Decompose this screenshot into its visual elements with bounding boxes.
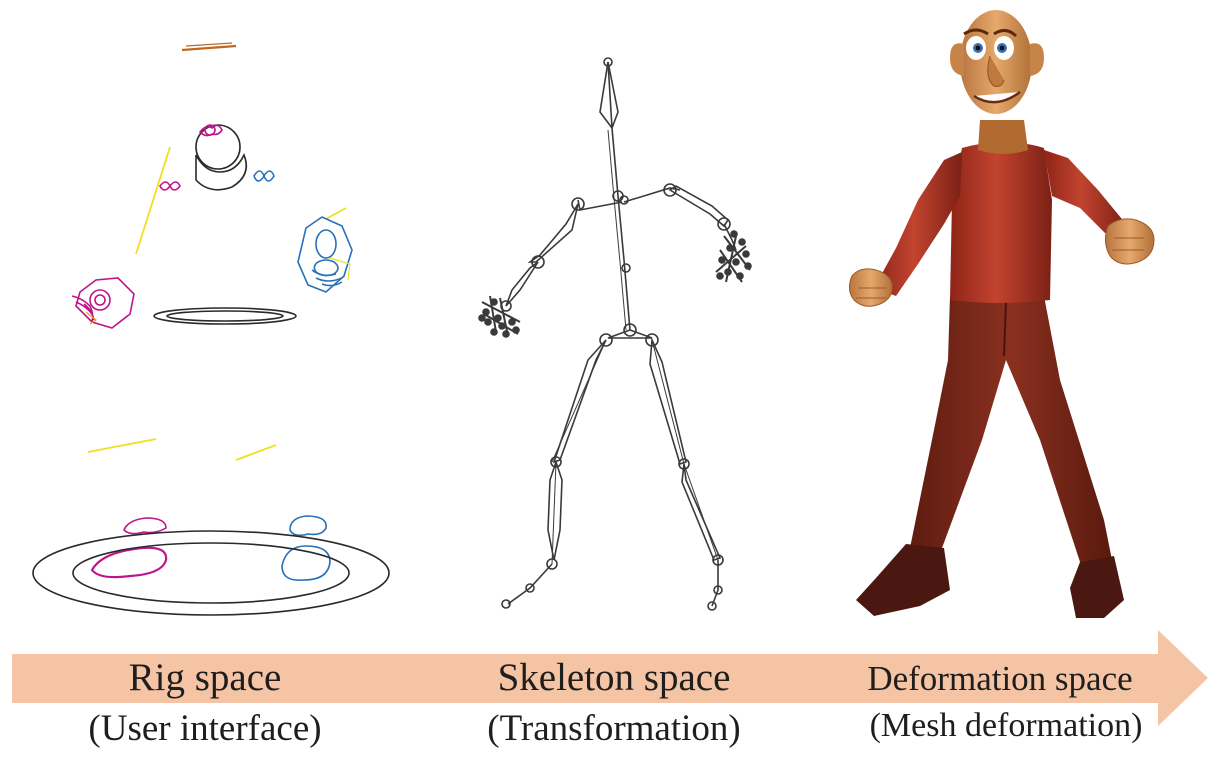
deformation-space-title: Deformation space [867,659,1133,698]
skeleton-space-title: Skeleton space [497,656,731,699]
rig-space-subtitle: (User interface) [88,708,322,749]
rig-space-title: Rig space [128,656,282,699]
character-mesh-illustration [848,10,1155,618]
skeleton-joints-illustration [478,57,752,611]
right-arrow-icon [12,630,1208,726]
skeleton-space-subtitle: (Transformation) [487,708,741,749]
rig-controls-illustration [32,42,390,616]
deformation-space-subtitle: (Mesh deformation) [869,707,1143,744]
